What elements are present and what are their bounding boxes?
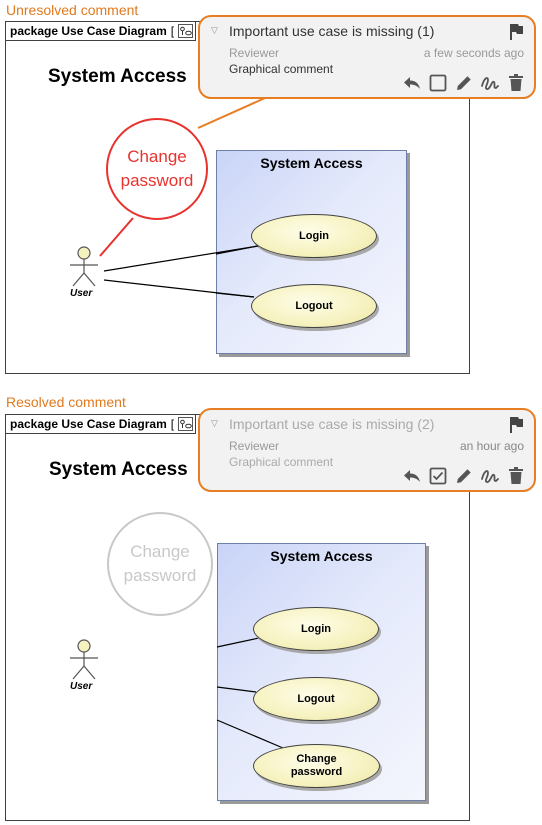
comment-author: Reviewer [229, 439, 280, 453]
comment-actions [402, 466, 526, 486]
comment-circle-line: Change [127, 147, 187, 166]
checkbox-empty-icon[interactable] [428, 73, 448, 93]
subject-title: System Access [270, 548, 373, 564]
flag-icon[interactable] [508, 416, 524, 434]
comment-title: Important use case is missing (2) [229, 416, 435, 432]
actor-icon[interactable] [64, 246, 104, 290]
reply-icon[interactable] [402, 466, 422, 486]
comment-circle-line: password [120, 171, 194, 190]
frame-tab: package Use Case Diagram [ [6, 415, 197, 434]
section-label-resolved: Resolved comment [6, 394, 126, 410]
pencil-icon[interactable] [454, 466, 474, 486]
frame-tab: package Use Case Diagram [ [6, 22, 197, 41]
use-case-logout[interactable]: Logout [251, 284, 377, 328]
comment-circle-line: password [123, 566, 197, 585]
comment-actions [402, 73, 526, 93]
comment-bubble-resolved[interactable]: ▽ Important use case is missing (2) Revi… [198, 408, 536, 492]
frame-tab-bracket: [ [170, 417, 175, 431]
comment-title: Important use case is missing (1) [229, 23, 435, 39]
trash-icon[interactable] [506, 73, 526, 93]
comment-timestamp: a few seconds ago [423, 46, 524, 60]
diagram-title: System Access [49, 459, 188, 480]
freehand-draw-icon[interactable] [480, 466, 500, 486]
use-case-login[interactable]: Login [251, 214, 377, 258]
frame-tab-label: package Use Case Diagram [10, 417, 167, 431]
frame-tab-bracket: [ [170, 24, 175, 38]
section-label-unresolved: Unresolved comment [6, 2, 139, 18]
actor-label: User [70, 288, 93, 299]
pencil-icon[interactable] [454, 73, 474, 93]
use-case-login[interactable]: Login [253, 607, 379, 651]
comment-timestamp: an hour ago [459, 439, 524, 453]
flag-icon[interactable] [508, 23, 524, 41]
use-case-change-password[interactable]: Change password [253, 744, 380, 788]
diagram-title: System Access [48, 66, 187, 87]
use-case-diagram-icon [178, 417, 194, 431]
comment-author: Reviewer [229, 46, 280, 60]
actor-label: User [70, 681, 93, 692]
checkbox-checked-icon[interactable] [428, 466, 448, 486]
actor-icon[interactable] [64, 639, 104, 683]
freehand-draw-icon[interactable] [480, 73, 500, 93]
subject-title: System Access [260, 155, 363, 171]
graphical-comment-circle[interactable]: Change password [107, 512, 213, 616]
trash-icon[interactable] [506, 466, 526, 486]
graphical-comment-circle[interactable]: Change password [106, 118, 208, 220]
frame-tab-label: package Use Case Diagram [10, 24, 167, 38]
use-case-logout[interactable]: Logout [253, 677, 379, 721]
chevron-down-icon[interactable]: ▽ [211, 418, 218, 428]
use-case-diagram-icon [178, 24, 194, 38]
comment-circle-line: Change [130, 542, 190, 561]
chevron-down-icon[interactable]: ▽ [211, 25, 218, 35]
comment-body: Graphical comment [229, 62, 334, 76]
reply-icon[interactable] [402, 73, 422, 93]
comment-bubble-unresolved[interactable]: ▽ Important use case is missing (1) Revi… [198, 15, 536, 99]
comment-body: Graphical comment [229, 455, 334, 469]
